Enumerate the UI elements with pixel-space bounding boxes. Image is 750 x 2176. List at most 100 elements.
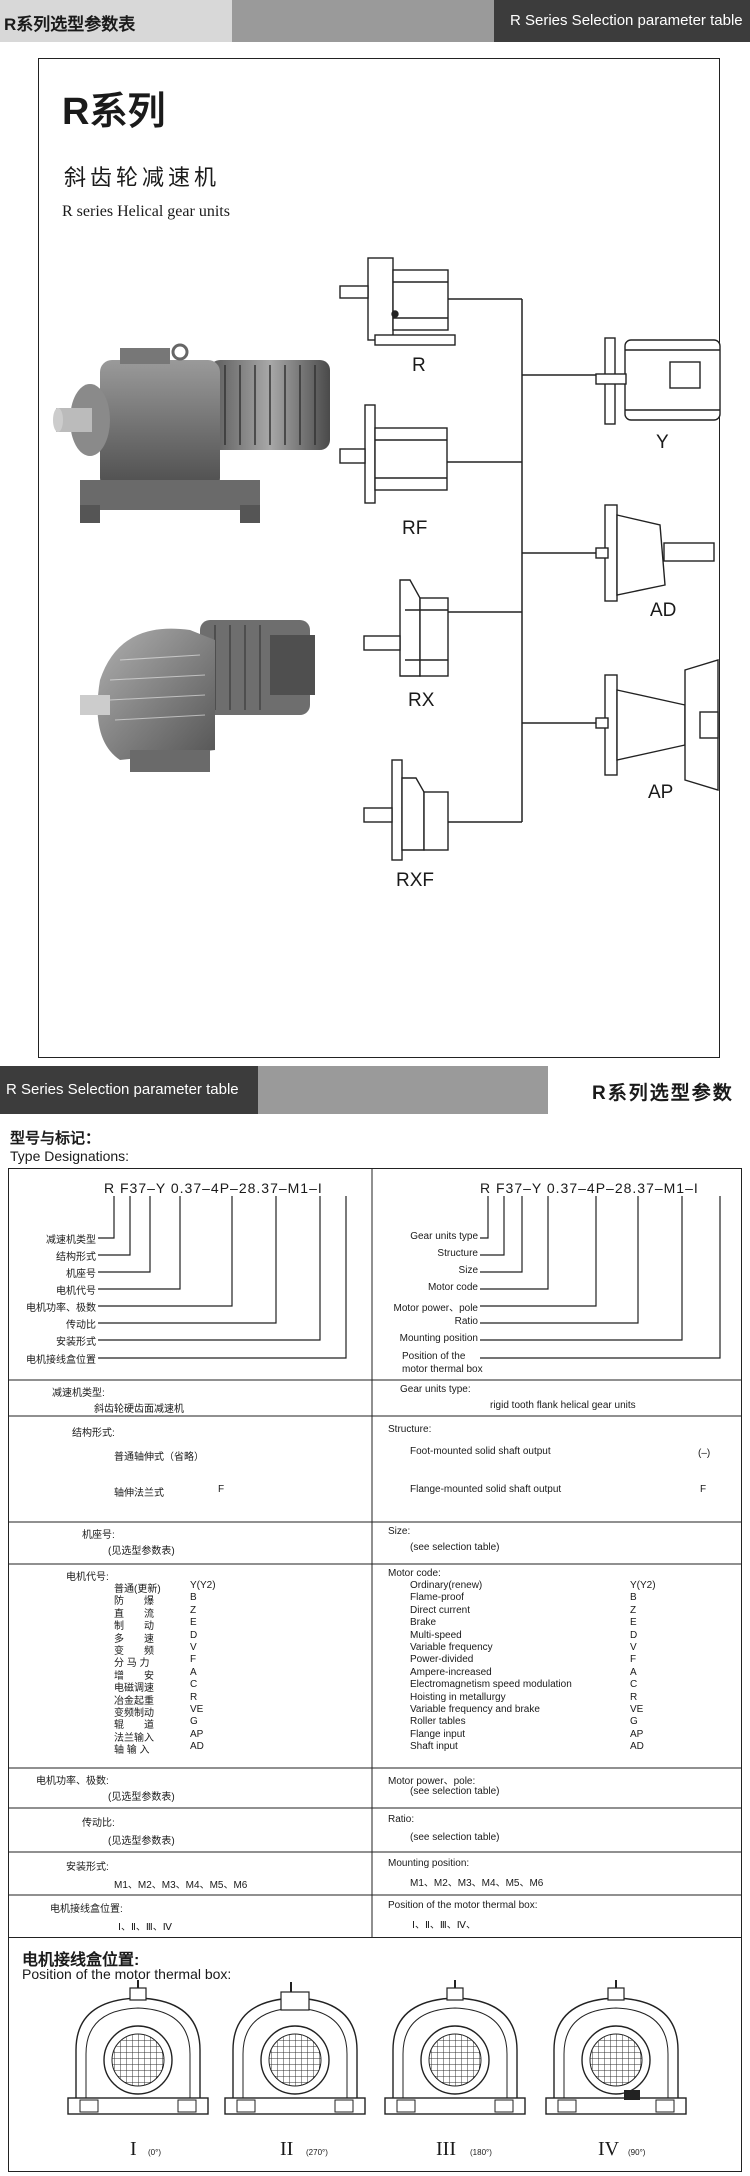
motor-code-value: E (190, 1617, 197, 1629)
motor-code-value: G (630, 1716, 638, 1728)
motor-code-name: Flange input (410, 1728, 466, 1740)
row-mount-val-en: M1、M2、M3、M4、M5、M6 (410, 1878, 544, 1889)
top-header-title-en: R Series Selection parameter table (510, 12, 743, 29)
motor-code-name: 直 流 (114, 1608, 154, 1620)
motor-code-row: 法兰输入 AP (114, 1729, 314, 1744)
motor-code-name: Shaft input (410, 1741, 458, 1753)
row-structure-item-en: Foot-mounted solid shaft output (410, 1446, 551, 1457)
second-header-title-en: R Series Selection parameter table (6, 1081, 239, 1098)
row-structure-item-cn: 轴伸法兰式 (114, 1488, 164, 1499)
row-mount-en: Mounting position: (388, 1858, 470, 1869)
motor-code-name: Hoisting in metallurgy (410, 1691, 506, 1703)
motor-code-name: Ampere-increased (410, 1666, 492, 1678)
motor-code-name: 变频制动 (114, 1708, 154, 1719)
motor-code-value: A (190, 1666, 197, 1678)
top-header-right (494, 0, 750, 42)
series-title: R系列 (62, 91, 166, 133)
connection-diagram (339, 257, 721, 861)
motor-code-value: F (190, 1654, 197, 1666)
designation-heading-en: Type Designations: (10, 1148, 130, 1164)
second-header-right (548, 1066, 750, 1114)
designation-label-en: Structure (437, 1248, 478, 1259)
motor-code-value: R (630, 1691, 638, 1703)
thermal-heading-en: Position of the motor thermal box: (22, 1966, 232, 1982)
row-box-val-en: Ⅰ、Ⅱ、Ⅲ、Ⅳ、 (412, 1920, 476, 1931)
motor-code-value: VE (190, 1704, 204, 1715)
thermal-position-angle: (0°) (148, 2148, 161, 2157)
motor-code-value: AP (190, 1728, 204, 1740)
designation-heading-cn: 型号与标记： (10, 1130, 101, 1147)
row-size-cn: 机座号: (82, 1530, 115, 1541)
motor-code-value: Z (630, 1604, 637, 1616)
top-header-title-cn: R系列选型参数表 (4, 15, 136, 34)
motor-code-row: 普通(更新)Y(Y2) (114, 1580, 314, 1595)
top-header-left (0, 0, 232, 42)
designation-label-cn: 结构形式 (56, 1252, 96, 1263)
designation-label-cn: 机座号 (66, 1269, 96, 1280)
motor-code-name: 辊 道 (114, 1720, 154, 1732)
gearbox-photo-1 (53, 343, 330, 523)
motor-code-value: V (630, 1642, 637, 1653)
designation-label-en: Motor code (427, 1282, 478, 1293)
motor-code-name: 制 动 (114, 1621, 154, 1633)
motor-code-value: G (190, 1716, 198, 1728)
designation-label-cn: 安装形式 (56, 1337, 96, 1348)
designation-label-cn: 电机代号 (56, 1286, 96, 1297)
motor-code-value: AD (630, 1741, 644, 1753)
intro-frame (38, 58, 720, 1058)
row-motor-code-en: Motor code: (388, 1568, 441, 1579)
second-header-band (258, 1066, 548, 1114)
motor-code-value: A (630, 1666, 637, 1678)
motor-code-row: Hoisting in metallurgy R (410, 1692, 730, 1703)
motor-code-name: 普通(更新) (114, 1584, 161, 1595)
motor-type-label: AP (648, 782, 674, 803)
motor-code-name: Brake (410, 1617, 437, 1629)
designation-label-cn: 电机功率、极数 (26, 1303, 96, 1314)
row-size-en: Size: (388, 1526, 411, 1537)
motor-code-value: D (190, 1629, 198, 1641)
row-gear-type-cn: 减速机类型: (52, 1388, 105, 1399)
row-structure-cn: 结构形式: (72, 1428, 115, 1439)
motor-code-value: VE (630, 1704, 644, 1715)
motor-code-name: 法兰输入 (114, 1732, 154, 1744)
row-mount-val-cn: M1、M2、M3、M4、M5、M6 (114, 1880, 248, 1891)
designation-code-cn: R F37–Y 0.37–4P–28.37–M1–I (104, 1180, 323, 1196)
designation-label-en: Motor power、pole (393, 1303, 478, 1314)
row-ratio-cn: 传动比: (82, 1818, 115, 1829)
motor-code-name: Electromagnetism speed modulation (410, 1679, 572, 1691)
gear-type-label: RX (408, 690, 435, 711)
motor-code-value: V (190, 1642, 197, 1653)
motor-code-value: E (630, 1617, 637, 1629)
row-ratio-val-cn: (见选型参数表) (108, 1836, 175, 1847)
motor-code-name: Variable frequency and brake (410, 1704, 540, 1715)
motor-code-row: Ampere-increased A (410, 1667, 730, 1678)
subtitle-cn: 斜齿轮减速机 (64, 165, 221, 190)
designation-code-en: R F37–Y 0.37–4P–28.37–M1–I (480, 1180, 699, 1196)
motor-code-value: Y(Y2) (630, 1580, 656, 1591)
gear-type-label: R (412, 355, 426, 376)
thermal-position-angle: (90°) (628, 2148, 646, 2157)
row-power-en: Motor power、pole: (388, 1776, 476, 1787)
row-structure-item-cn: 普通轴伸式（省略） (114, 1452, 204, 1463)
motor-code-value: AP (630, 1728, 644, 1740)
motor-code-name: Ordinary(renew) (410, 1580, 483, 1591)
thermal-position-angle: (180°) (470, 2148, 492, 2157)
table-grid (8, 1168, 742, 1938)
row-box-val-cn: Ⅰ、Ⅱ、Ⅲ、Ⅳ (118, 1922, 172, 1933)
motor-code-row: Brake E (410, 1617, 730, 1628)
row-gear-type-val-cn: 斜齿轮硬齿面减速机 (94, 1404, 184, 1415)
motor-code-name: 多 速 (114, 1633, 154, 1645)
motor-code-value: B (630, 1592, 637, 1604)
row-box-en: Position of the motor thermal box: (388, 1900, 538, 1911)
